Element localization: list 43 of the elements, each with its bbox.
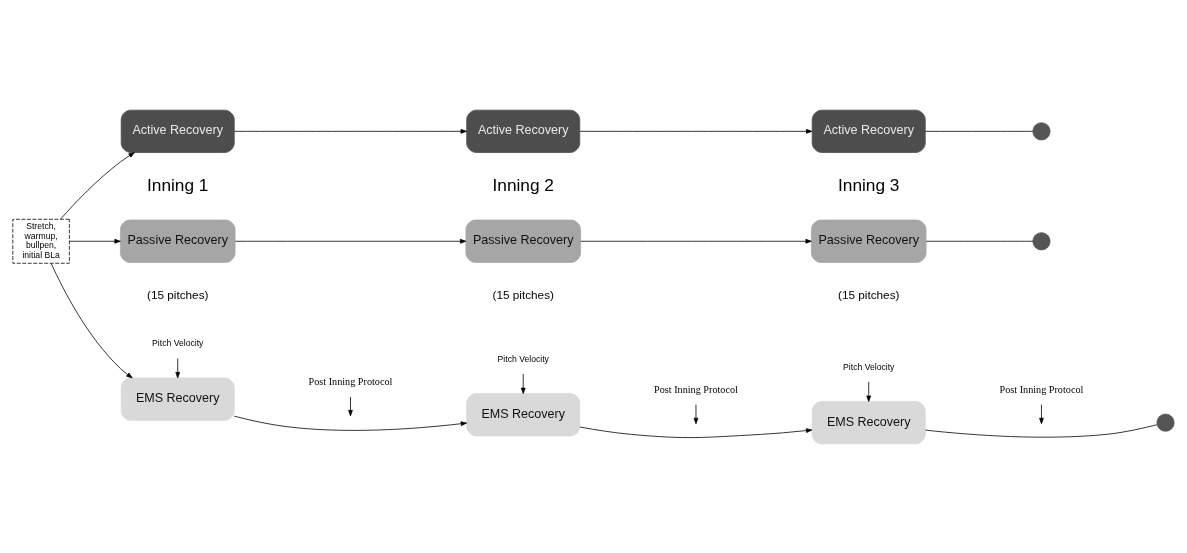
arrow	[234, 128, 467, 134]
arrow	[580, 238, 812, 244]
label: Inning 1	[147, 174, 209, 195]
arrow	[579, 128, 813, 134]
arrow	[175, 357, 181, 378]
arrow	[1039, 403, 1044, 424]
connector	[925, 240, 1034, 242]
label: (15 pitches)	[837, 287, 900, 301]
node-text: Pitch Velocity	[152, 337, 204, 348]
node-box: Active Recovery	[811, 109, 926, 153]
arrow	[866, 381, 872, 402]
node-box: Passive Recovery	[811, 219, 927, 263]
node-circle	[1032, 121, 1051, 140]
arrow	[234, 238, 467, 244]
arrow	[520, 373, 526, 394]
node-box: EMS Recovery	[466, 392, 581, 436]
node-text: Post Inning Protocol	[999, 383, 1084, 395]
node-box: Passive Recovery	[120, 219, 236, 263]
node-text: Pitch Velocity	[843, 361, 895, 372]
arrow	[579, 426, 813, 438]
connector	[925, 423, 1158, 438]
node-text: Post Inning Protocol	[308, 375, 393, 387]
arrow	[348, 396, 353, 416]
label: (15 pitches)	[492, 287, 554, 301]
arrow	[50, 262, 133, 378]
label: Inning 2	[492, 174, 554, 195]
node-box: Stretch, warmup, bullpen, initial BLa	[12, 218, 70, 264]
node-box: Passive Recovery	[465, 219, 581, 263]
node-text: Pitch Velocity	[497, 353, 549, 364]
arrow	[60, 151, 135, 219]
node-text: Post Inning Protocol	[654, 383, 738, 395]
arrow	[693, 403, 699, 424]
connector	[924, 130, 1034, 132]
node-circle	[1156, 413, 1175, 432]
node-box: EMS Recovery	[811, 400, 926, 444]
arrow	[69, 238, 121, 244]
label: Inning 3	[837, 174, 900, 195]
arrow	[234, 415, 467, 431]
node-circle	[1032, 231, 1051, 250]
node-box: EMS Recovery	[120, 377, 235, 421]
node-box: Active Recovery	[466, 109, 581, 153]
label: (15 pitches)	[146, 287, 209, 301]
node-box: Active Recovery	[120, 109, 235, 153]
